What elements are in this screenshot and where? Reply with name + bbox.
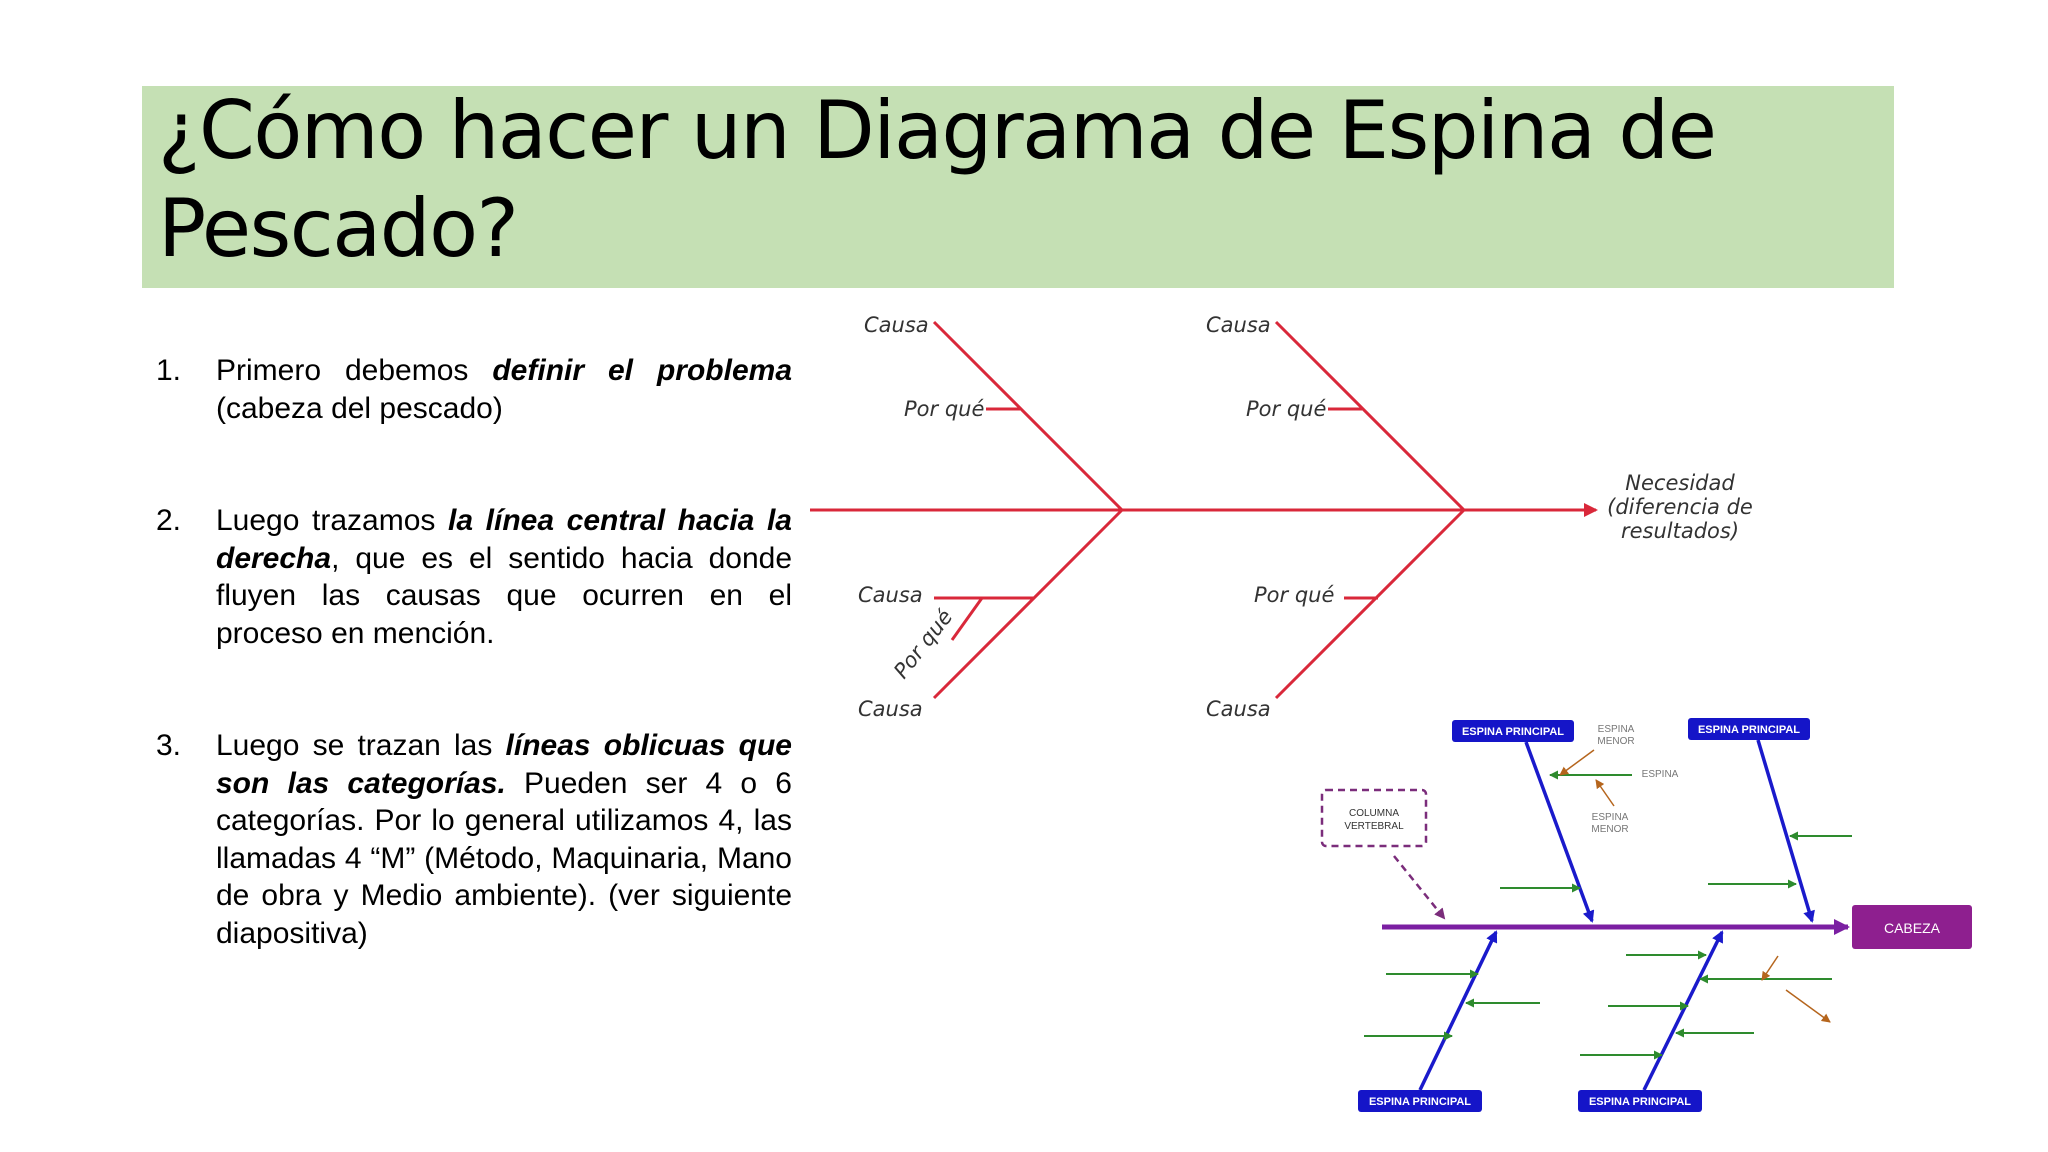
main-spine-box xyxy=(1452,720,1574,742)
minor-spine-label: ESPINA xyxy=(1598,724,1635,735)
main-spine-box xyxy=(1358,1090,1482,1112)
cause-label: Causa xyxy=(858,583,923,607)
step-text: , que es el sentido hacia donde fluyen l… xyxy=(216,541,792,650)
bone-line xyxy=(1642,930,1724,1091)
column-label: COLUMNA xyxy=(1349,808,1399,819)
why-label: Por qué xyxy=(1246,397,1326,421)
pointer-arrow xyxy=(1559,749,1595,776)
effect-label: Necesidad xyxy=(1625,471,1735,495)
bone-line xyxy=(1418,930,1498,1091)
cause-label: Causa xyxy=(1206,697,1271,721)
step-text: Luego se trazan las xyxy=(216,729,506,762)
column-pointer xyxy=(1393,855,1446,920)
step-text: Pueden ser 4 o 6 categorías. Por lo gene… xyxy=(216,766,792,950)
cause-label: Causa xyxy=(858,697,923,721)
step-emphasis: definir el problema xyxy=(492,354,792,387)
head-label: CABEZA xyxy=(1884,920,1941,936)
effect-label: resultados) xyxy=(1621,519,1739,543)
bone-line xyxy=(932,508,1124,700)
sub-bone-line xyxy=(950,597,984,641)
step-number: 1. xyxy=(156,354,182,387)
main-spine-box xyxy=(1688,718,1810,740)
step-emphasis: la línea central hacia la derecha xyxy=(216,504,792,575)
bone-line xyxy=(1756,739,1815,923)
cause-label: Causa xyxy=(864,313,929,337)
pointer-arrow xyxy=(1785,989,1831,1023)
bone-line xyxy=(1274,508,1466,700)
pointer-arrow xyxy=(1595,779,1615,807)
bone-line xyxy=(1524,741,1595,923)
minor-spine-label: ESPINA xyxy=(1592,812,1629,823)
why-label: Por qué xyxy=(904,397,984,421)
column-label: VERTEBRAL xyxy=(1344,821,1404,832)
minor-spine-label: MENOR xyxy=(1591,824,1628,835)
why-label: Por qué xyxy=(1254,583,1334,607)
main-spine-label: ESPINA PRINCIPAL xyxy=(1698,724,1800,736)
step-emphasis: líneas oblicuas que son las categorías. xyxy=(216,729,792,800)
effect-label: (diferencia de xyxy=(1607,495,1753,519)
bone-line xyxy=(932,320,1124,512)
step-text: Primero debemos xyxy=(216,354,493,387)
steps-list: 1. Primero debemos definir el problema (… xyxy=(156,352,792,952)
step-text: (cabeza del pescado) xyxy=(216,391,503,425)
main-spine-label: ESPINA PRINCIPAL xyxy=(1369,1096,1471,1108)
step-number: 2. xyxy=(156,504,182,537)
step-item: 1. Primero debemos definir el problema (… xyxy=(156,352,792,427)
slide-title: ¿Cómo hacer un Diagrama de Espina de Pes… xyxy=(158,84,1717,275)
step-item: 2. Luego trazamos la línea central hacia… xyxy=(156,502,792,652)
spine-label: ESPINA xyxy=(1642,769,1679,780)
main-spine-label: ESPINA PRINCIPAL xyxy=(1462,726,1564,738)
title-band xyxy=(142,86,1894,288)
main-spine-box xyxy=(1578,1090,1702,1112)
step-item: 3. Luego se trazan las líneas oblicuas q… xyxy=(156,727,792,952)
cause-label: Causa xyxy=(1206,313,1271,337)
step-number: 3. xyxy=(156,729,182,762)
main-spine-label: ESPINA PRINCIPAL xyxy=(1589,1096,1691,1108)
column-box xyxy=(1320,788,1428,848)
bone-line xyxy=(1274,320,1466,512)
step-text: Luego trazamos xyxy=(216,504,449,537)
head-box xyxy=(1852,905,1972,949)
minor-spine-label: MENOR xyxy=(1597,736,1634,747)
pointer-arrow xyxy=(1761,955,1779,981)
